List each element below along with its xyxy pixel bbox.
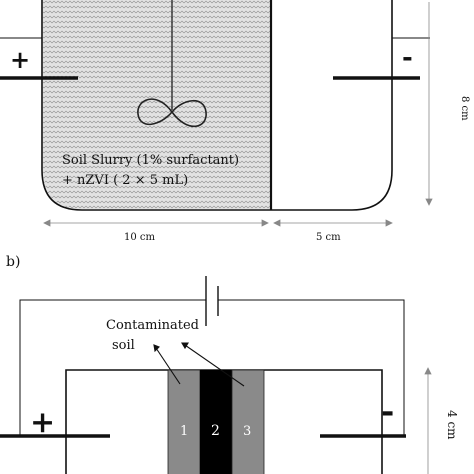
section-3-label: 3 bbox=[243, 424, 251, 439]
slurry-label-line2: + nZVI ( 2 × 5 mL) bbox=[62, 173, 188, 188]
dimension-10cm-label: 10 cm bbox=[124, 232, 156, 243]
contaminated-soil-pointers bbox=[153, 342, 245, 387]
anode-plus-label: + bbox=[10, 45, 30, 74]
dimension-8cm bbox=[425, 2, 433, 206]
cell-a-outline bbox=[41, 0, 393, 211]
section-2-label: 2 bbox=[211, 423, 220, 439]
slurry-compartment bbox=[43, 0, 271, 209]
contaminated-soil-label-line1: Contaminated bbox=[106, 318, 199, 333]
soil-section-3 bbox=[231, 369, 265, 474]
cathode-minus-label: - bbox=[402, 43, 413, 73]
panel-b: b) 1 2 3 Contaminated soil + - bbox=[0, 254, 459, 474]
external-circuit-wire bbox=[19, 299, 405, 436]
middle-section-2 bbox=[200, 370, 232, 474]
panel-b-label: b) bbox=[6, 254, 20, 270]
dimension-5cm bbox=[273, 219, 393, 227]
dimension-8cm-label: 8 cm bbox=[459, 96, 470, 121]
cathode-minus-label-b: - bbox=[381, 392, 394, 430]
dimension-5cm-label: 5 cm bbox=[316, 232, 341, 243]
slurry-label-line1: Soil Slurry (1% surfactant) bbox=[62, 153, 239, 168]
contaminated-soil-label-line2: soil bbox=[112, 338, 135, 353]
panel-a: + - Soil Slurry (1% surfactant) + nZVI (… bbox=[0, 0, 470, 243]
soil-section-1 bbox=[167, 369, 201, 474]
dimension-4cm bbox=[424, 367, 432, 474]
anode-plus-label-b: + bbox=[30, 405, 55, 440]
stirrer-impeller-icon bbox=[137, 98, 207, 128]
dimension-4cm-label: 4 cm bbox=[445, 410, 459, 440]
section-1-label: 1 bbox=[180, 424, 188, 439]
dimension-10cm bbox=[43, 219, 269, 227]
